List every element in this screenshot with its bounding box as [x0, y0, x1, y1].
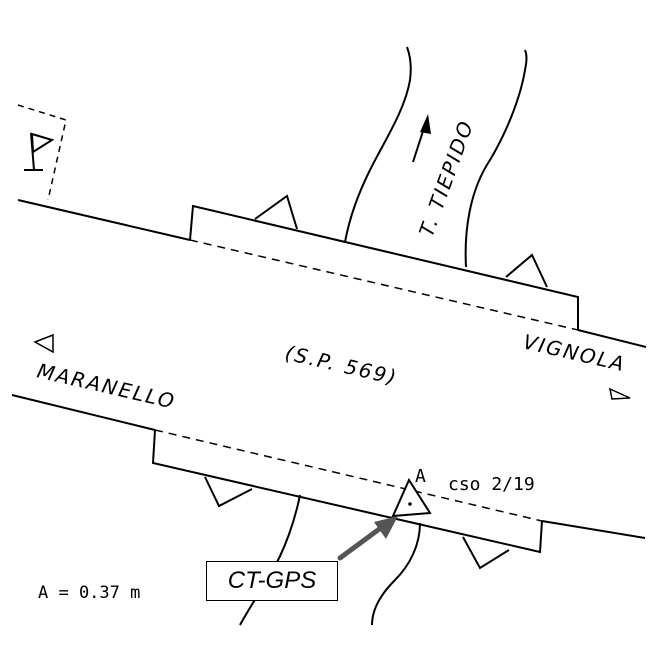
flag-icon	[17, 104, 67, 201]
lower-road-edge	[11, 394, 646, 539]
left-triangle-arrow-icon	[33, 333, 54, 354]
scale-note: A = 0.37 m	[38, 583, 141, 603]
stream-left-bank-lower	[239, 494, 301, 626]
upper-road-edge	[17, 199, 647, 348]
flow-arrow-icon	[412, 114, 431, 163]
benchmark-marker-label: A	[415, 466, 426, 487]
upper-bridge-deck	[189, 204, 579, 330]
road-label: (S.P. 569)	[283, 340, 400, 389]
stream-left-bank-upper	[344, 46, 412, 243]
lower-left-wing	[204, 476, 253, 508]
right-triangle-arrow-icon	[608, 387, 631, 400]
triangle-benchmark-icon	[391, 477, 432, 518]
lower-right-wing	[462, 536, 510, 570]
stream-right-bank-lower	[371, 522, 421, 626]
lower-bridge-deck	[151, 429, 543, 554]
upper-right-wing	[505, 253, 548, 288]
town-right-label: VIGNOLA	[521, 329, 628, 376]
upper-bridge-dashed-edge	[189, 239, 579, 331]
benchmark-code-label: cso 2/19	[448, 474, 535, 495]
lower-bridge-dashed-edge	[154, 429, 543, 522]
ct-gps-label: CT-GPS	[227, 567, 317, 594]
upper-left-wing	[254, 194, 298, 230]
ct-gps-callout: CT-GPS	[206, 561, 338, 601]
stream-right-bank-upper	[464, 49, 528, 268]
callout-arrow-icon	[337, 516, 398, 561]
